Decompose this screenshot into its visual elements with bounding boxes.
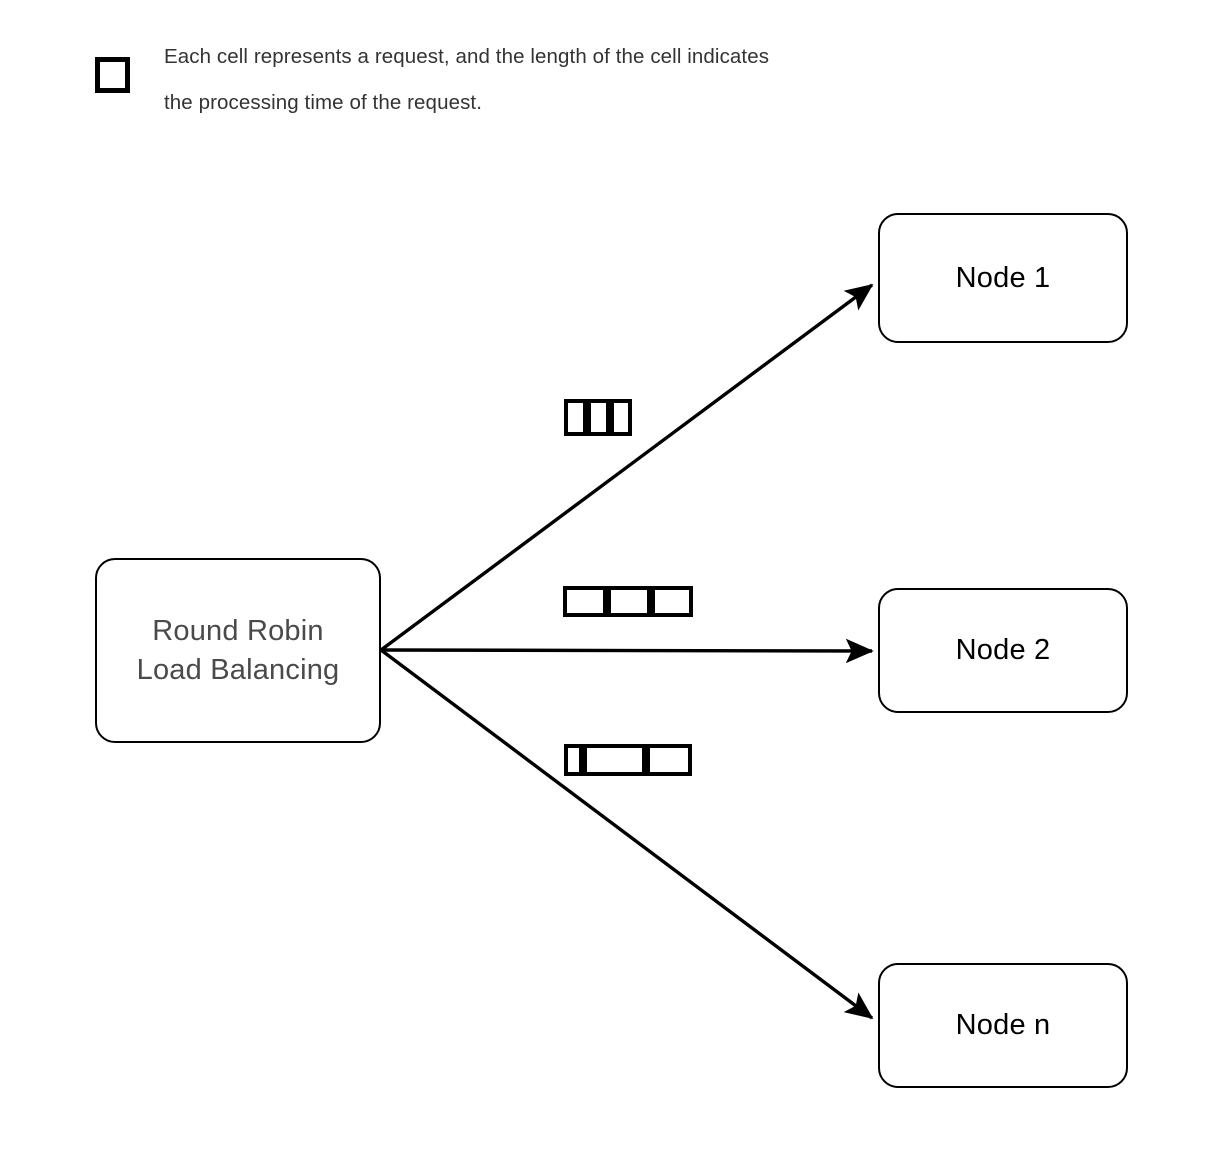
- node-label-n: Node n: [955, 1009, 1051, 1042]
- queue-node-2-cell-2: [607, 586, 651, 617]
- queue-node-n-cell-2: [583, 744, 646, 776]
- node-box-2[interactable]: Node 2: [878, 588, 1128, 713]
- node-box-n[interactable]: Node n: [878, 963, 1128, 1088]
- edge-to-node-2: [380, 638, 874, 664]
- load-balancer-box[interactable]: Round Robin Load Balancing: [95, 558, 381, 743]
- queue-node-n-cell-1: [564, 744, 583, 776]
- queue-node-2: [563, 586, 693, 617]
- legend: Each cell represents a request, and the …: [88, 34, 988, 124]
- legend-caption: Each cell represents a request, and the …: [164, 34, 984, 126]
- node-box-1[interactable]: Node 1: [878, 213, 1128, 343]
- queue-node-n: [564, 744, 692, 776]
- node-label-1: Node 1: [955, 261, 1051, 294]
- request-queues: [563, 399, 693, 776]
- load-balancer-label: Round Robin Load Balancing: [137, 612, 340, 689]
- square-cell-icon: [95, 57, 130, 93]
- edges-group: [379, 283, 874, 1020]
- node-label-2: Node 2: [955, 634, 1051, 667]
- load-balancer-label-line-1: Round Robin: [152, 615, 324, 648]
- queue-node-2-cell-1: [563, 586, 607, 617]
- legend-caption-line-2: the processing time of the request.: [164, 91, 483, 114]
- queue-node-n-cell-3: [646, 744, 692, 776]
- queue-node-1-cell-1: [564, 399, 587, 436]
- queue-node-2-cell-3: [651, 586, 693, 617]
- queue-node-1-cell-3: [610, 399, 632, 436]
- edge-to-node-n: [379, 648, 874, 1020]
- legend-caption-line-1: Each cell represents a request, and the …: [164, 45, 770, 68]
- queue-node-1-cell-2: [587, 399, 610, 436]
- load-balancer-label-line-2: Load Balancing: [136, 653, 340, 686]
- queue-node-1: [564, 399, 632, 436]
- edge-to-node-1: [379, 283, 874, 652]
